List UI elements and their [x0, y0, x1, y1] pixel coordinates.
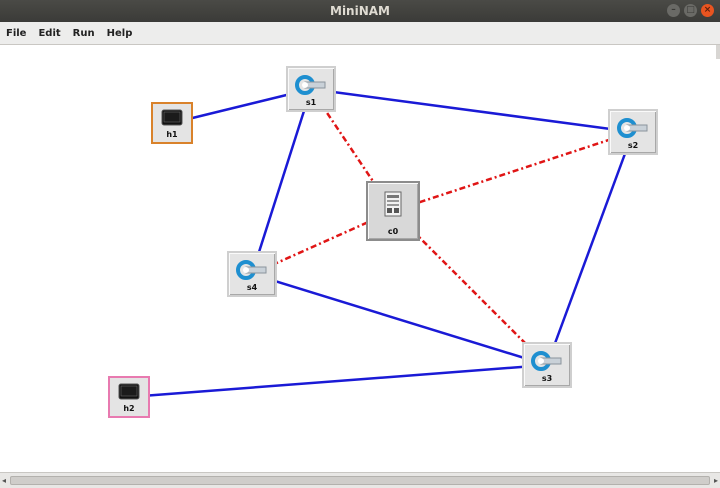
node-label: s3 [541, 374, 553, 383]
node-label: c0 [387, 227, 399, 236]
scroll-right-icon[interactable]: ▸ [713, 476, 718, 485]
close-icon[interactable]: × [701, 4, 714, 17]
terminal-icon [118, 383, 140, 400]
switch-s1[interactable]: s1 [286, 66, 336, 112]
link-s1-s2[interactable] [310, 87, 634, 134]
terminal-icon [161, 109, 183, 126]
switch-icon [531, 351, 562, 371]
vertical-scrollbar[interactable] [716, 45, 720, 59]
minimize-icon[interactable]: – [667, 4, 680, 17]
switch-icon [295, 75, 326, 95]
menu-run[interactable]: Run [72, 27, 95, 39]
window-controls: – □ × [667, 4, 714, 17]
link-s4-s3[interactable] [251, 272, 548, 367]
switch-s3[interactable]: s3 [522, 342, 572, 388]
menu-file[interactable]: File [6, 27, 27, 39]
menu-bar: File Edit Run Help [0, 22, 720, 45]
menu-edit[interactable]: Edit [38, 27, 61, 39]
link-h2-s3[interactable] [128, 363, 548, 399]
switch-s2[interactable]: s2 [608, 109, 658, 155]
scrollbar-thumb[interactable] [10, 476, 710, 485]
node-label: s4 [246, 283, 258, 292]
link-c0-s3[interactable] [392, 210, 548, 366]
switch-icon [617, 118, 648, 138]
window-title: MiniNAM [330, 4, 390, 18]
horizontal-scrollbar[interactable]: ◂ ▸ [0, 472, 720, 488]
server-icon [384, 191, 402, 217]
host-h2[interactable]: h2 [108, 376, 150, 418]
host-h1[interactable]: h1 [151, 102, 193, 144]
switch-s4[interactable]: s4 [227, 251, 277, 297]
link-s2-s3[interactable] [545, 131, 635, 366]
node-label: s2 [627, 141, 639, 150]
node-label: s1 [305, 98, 317, 107]
node-label: h2 [123, 404, 135, 413]
menu-help[interactable]: Help [106, 27, 133, 39]
maximize-icon[interactable]: □ [684, 4, 697, 17]
switch-icon [236, 260, 267, 280]
controller-c0[interactable]: c0 [366, 181, 420, 241]
topology-canvas[interactable]: s1 s2 s3 s4 h1 [0, 45, 720, 472]
window-titlebar: MiniNAM – □ × [0, 0, 720, 22]
node-label: h1 [166, 130, 178, 139]
link-c0-s2[interactable] [392, 130, 634, 213]
scroll-left-icon[interactable]: ◂ [2, 476, 7, 485]
link-s1-s4[interactable] [250, 88, 313, 275]
